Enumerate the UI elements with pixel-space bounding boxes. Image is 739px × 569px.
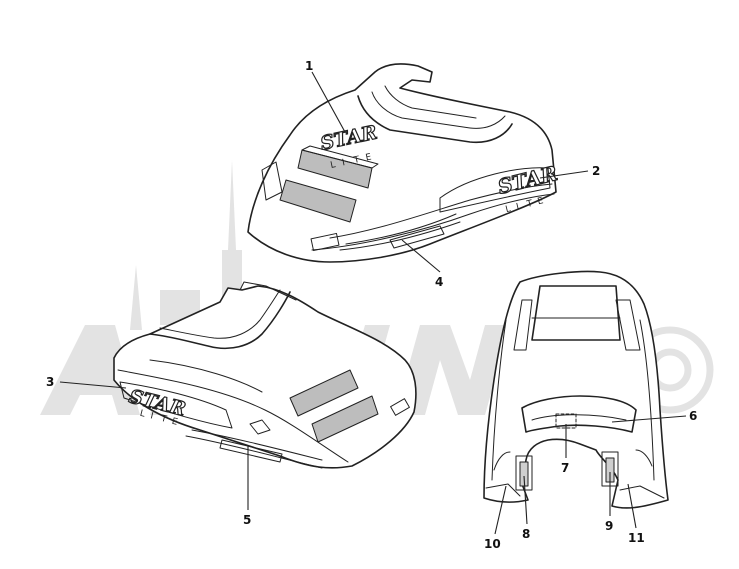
decal-lite-letter-12: E [171, 417, 179, 428]
leader-11 [627, 483, 637, 529]
hood-front-outline [483, 270, 669, 509]
hood-front-decal-7 [555, 413, 577, 429]
decal-lite-letter-4: E [365, 152, 373, 163]
leader-10 [494, 485, 507, 535]
callout-8: 8 [522, 527, 530, 541]
hood-left-stripe-2 [191, 429, 323, 461]
leader-3 [59, 381, 127, 389]
leader-2 [539, 170, 589, 179]
hood-front-dash-cutout [521, 395, 637, 433]
callout-10: 10 [484, 537, 501, 551]
decal-lite-letter-2: I [341, 158, 346, 168]
hood-front-left-edge-inner [491, 319, 507, 481]
hood-top-side-crease [329, 183, 553, 239]
callout-5: 5 [243, 513, 251, 527]
hood-front-dash-inner [531, 414, 627, 421]
hood-front-skirt-right [619, 485, 665, 499]
hood-front-windshield-recess [531, 285, 621, 341]
hood-top-windshield-rail-back [384, 85, 477, 119]
hood-front-vent-right-fill [605, 457, 615, 483]
callout-11: 11 [628, 531, 645, 545]
hood-front-fender-right [635, 449, 653, 467]
leader-lines [59, 71, 687, 535]
decal-lite-letter-3: T [352, 155, 361, 166]
hood-front-vent-left [515, 455, 533, 491]
decal-lite-letter-1: L [330, 160, 337, 171]
leader-1 [311, 71, 346, 133]
hood-top-view: STAR L I T E STAR L I T E [247, 63, 560, 263]
hood-left-light-lens [390, 398, 410, 416]
callout-3: 3 [46, 375, 54, 389]
watermark-spire-small [130, 265, 142, 330]
decal-lite-letter-11: T [159, 414, 168, 425]
decal-lite-letter-7: T [525, 199, 534, 210]
leader-8 [523, 475, 528, 525]
decal-lite-letter-10: I [149, 411, 154, 421]
hood-front-slot-right [615, 299, 641, 351]
hood-left-windshield-top [239, 281, 297, 301]
hood-left-view: STAR L I T E [113, 281, 417, 469]
callout-9: 9 [605, 519, 613, 533]
hood-top-vent-lower [279, 179, 357, 223]
hood-left-vent-lower [311, 395, 379, 443]
leader-4 [401, 239, 441, 273]
hood-left-windshield-edge [149, 291, 291, 350]
callout-2: 2 [592, 164, 600, 178]
hood-left-stripe-1 [185, 435, 323, 469]
hood-front-right-edge-inner [639, 319, 655, 481]
decal-lite-letter-8: E [537, 196, 545, 207]
hood-top-lower-crease [311, 193, 555, 251]
decal-lite-letter-9: L [139, 409, 146, 420]
watermark-letter-n [395, 325, 510, 415]
callout-1: 1 [305, 59, 313, 73]
hood-top-windshield-edge [357, 95, 513, 144]
hood-top-vent-upper-lip [301, 145, 379, 169]
callout-7: 7 [561, 461, 569, 475]
callout-4: 4 [435, 275, 443, 289]
hood-top-stripe-box [389, 225, 445, 249]
hood-top-side-decal-panel [439, 167, 551, 213]
hood-top-stripe-1 [339, 221, 461, 251]
hood-front-view [483, 270, 669, 509]
decal-lite-letter-6: I [515, 202, 520, 212]
watermark-spire-left [228, 160, 236, 250]
callout-6: 6 [689, 409, 697, 423]
hood-front-skirt-left [485, 483, 521, 497]
decal-lite-letter-5: L [505, 204, 512, 215]
callout-numbers: 1 2 3 4 5 6 7 8 9 10 11 [46, 59, 697, 551]
hood-left-decal-panel [119, 381, 233, 429]
hood-left-stripe-box [219, 439, 283, 463]
hood-front-vent-left-fill [519, 461, 529, 487]
hood-top-stripe-2 [345, 213, 457, 245]
hood-left-vent-upper [289, 369, 359, 417]
watermark-letter-a [40, 325, 140, 415]
hood-left-windshield-rail [159, 289, 281, 339]
hood-top-side-port [261, 161, 283, 201]
hood-front-fender-left [493, 451, 511, 471]
hood-front-slot-left [513, 299, 533, 351]
leader-6 [611, 415, 687, 423]
hood-left-crease-upper [149, 359, 263, 393]
hood-top-light-lens [310, 232, 340, 252]
hood-left-small-emblem [249, 419, 271, 435]
hood-top-windshield-rail-inner [371, 91, 506, 129]
